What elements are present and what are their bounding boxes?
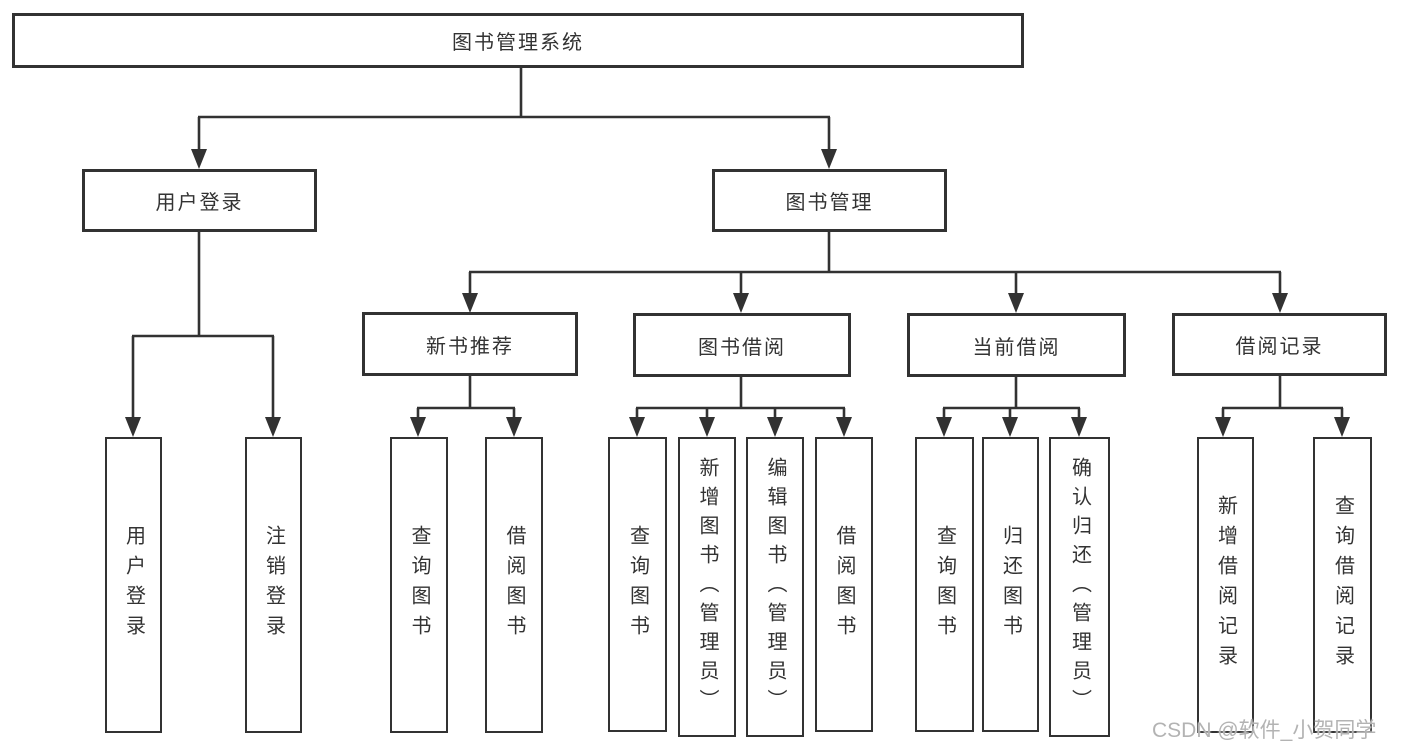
- leaf-label: 查询图书: [408, 525, 430, 645]
- node-book-borrowing: 图书借阅: [633, 313, 851, 377]
- leaf-label: 归还图书: [999, 524, 1022, 645]
- leaf-label: 编辑图书（管理员）: [764, 456, 786, 718]
- leaf-query-books-recommendation: 查询图书: [390, 437, 448, 733]
- node-book-management: 图书管理: [712, 169, 947, 232]
- node-library-management-system: 图书管理系统: [12, 13, 1024, 68]
- leaf-label: 查询图书: [933, 524, 956, 645]
- leaf-label: 借阅图书: [503, 525, 525, 645]
- leaf-label: 确认归还（管理员）: [1068, 456, 1091, 718]
- watermark: CSDN @软件_小贺同学: [1152, 719, 1377, 742]
- leaf-confirm-return-admin: 确认归还（管理员）: [1049, 437, 1110, 737]
- leaf-logout: 注销登录: [245, 437, 302, 733]
- leaf-label: 用户登录: [122, 525, 145, 645]
- leaf-query-books-current: 查询图书: [915, 437, 974, 732]
- leaf-add-books-admin: 新增图书（管理员）: [678, 437, 736, 737]
- leaf-label: 新增借阅记录: [1214, 495, 1237, 675]
- leaf-borrow-books-recommendation: 借阅图书: [485, 437, 543, 733]
- node-current-borrowing: 当前借阅: [907, 313, 1126, 377]
- leaf-label: 注销登录: [262, 525, 285, 645]
- leaf-return-books: 归还图书: [982, 437, 1039, 732]
- leaf-query-borrow-record: 查询借阅记录: [1313, 437, 1372, 733]
- node-borrowing-records: 借阅记录: [1172, 313, 1387, 376]
- leaf-label: 查询借阅记录: [1331, 495, 1354, 675]
- node-new-book-recommendation: 新书推荐: [362, 312, 578, 376]
- leaf-edit-books-admin: 编辑图书（管理员）: [746, 437, 804, 737]
- leaf-query-books-borrowing: 查询图书: [608, 437, 667, 732]
- leaf-add-borrow-record: 新增借阅记录: [1197, 437, 1254, 733]
- leaf-label: 借阅图书: [833, 524, 855, 645]
- leaf-user-login: 用户登录: [105, 437, 162, 733]
- leaf-label: 查询图书: [626, 524, 649, 645]
- node-user-login: 用户登录: [82, 169, 317, 232]
- leaf-borrow-books-borrowing: 借阅图书: [815, 437, 873, 732]
- leaf-label: 新增图书（管理员）: [696, 456, 718, 718]
